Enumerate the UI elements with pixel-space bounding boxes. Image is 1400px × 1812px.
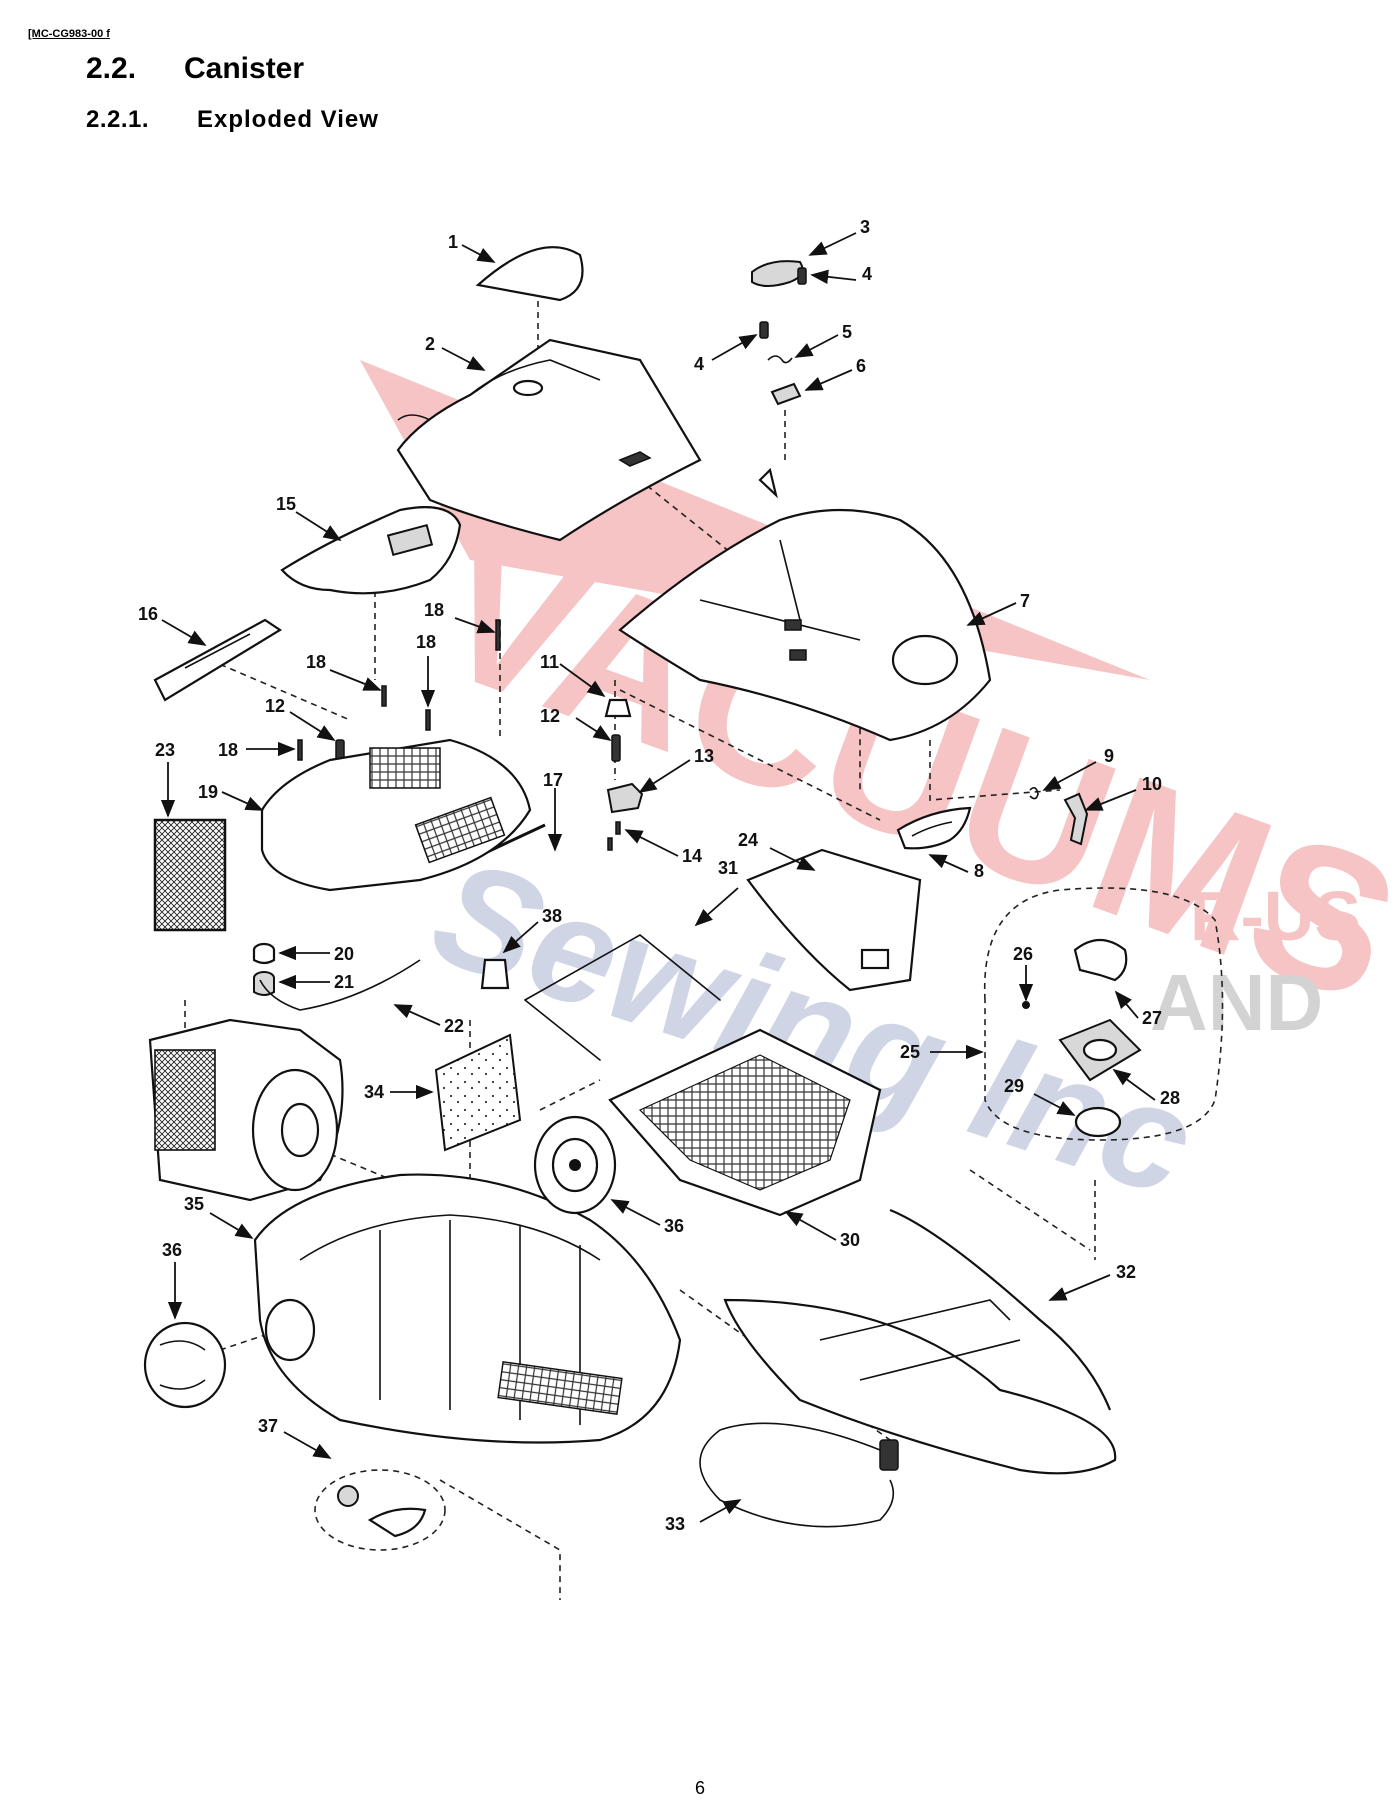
part-30-dust-compartment [608, 1028, 882, 1217]
callout-6: 6 [856, 356, 866, 376]
callout-27: 27 [1142, 1008, 1162, 1028]
callout-16: 16 [138, 604, 158, 624]
part-15-handle-cover [280, 506, 462, 595]
part-37-caster-assembly [314, 1469, 446, 1551]
part-38-cone [480, 958, 510, 990]
part-16-handle-bar [153, 618, 283, 702]
callout-32: 32 [1116, 1262, 1136, 1282]
callout-18c: 18 [306, 652, 326, 672]
subsection-title: Exploded View [197, 106, 379, 133]
part-24-dust-bag [746, 848, 922, 992]
callout-36b: 36 [162, 1240, 182, 1260]
part-8-handle-clip [896, 806, 972, 850]
watermark-text-and: AND [1150, 958, 1323, 1047]
callout-30: 30 [840, 1230, 860, 1250]
callout-34: 34 [364, 1082, 384, 1102]
callout-12b: 12 [265, 696, 285, 716]
callout-1: 1 [448, 232, 458, 252]
part-9-screw [1029, 786, 1039, 800]
part-3-release-button [751, 260, 804, 287]
callout-25: 25 [900, 1042, 920, 1062]
callout-28: 28 [1160, 1088, 1180, 1108]
part-1-lid-cap [475, 246, 584, 302]
callout-14: 14 [682, 846, 702, 866]
part-11-cap [604, 698, 632, 718]
callout-29: 29 [1004, 1076, 1024, 1096]
callouts: 1 2 3 4 4 5 6 7 8 9 10 11 12 12 13 14 15 [138, 217, 1180, 1534]
callout-35: 35 [184, 1194, 204, 1214]
part-4-springs [759, 267, 807, 339]
part-12-spring [335, 734, 621, 767]
part-18-screws [297, 619, 501, 761]
callout-4a: 4 [862, 264, 872, 284]
callout-23: 23 [155, 740, 175, 760]
part-2-top-cover [396, 338, 702, 542]
motor-assembly [148, 1018, 344, 1202]
part-19-filter-housing [260, 738, 532, 892]
callout-36a: 36 [664, 1216, 684, 1236]
callout-13: 13 [694, 746, 714, 766]
callout-8: 8 [974, 861, 984, 881]
callout-9: 9 [1104, 746, 1114, 766]
part-22-wire [259, 959, 421, 1011]
part-36-wheel-side [143, 1321, 227, 1409]
callout-15: 15 [276, 494, 296, 514]
callout-2: 2 [425, 334, 435, 354]
part-13-switch [606, 782, 644, 814]
part-7-upper-body [618, 467, 992, 742]
callout-18a: 18 [424, 600, 444, 620]
page-number: 6 [694, 1778, 705, 1798]
callout-11: 11 [540, 652, 559, 672]
callout-26: 26 [1013, 944, 1033, 964]
part-14-screws [607, 821, 621, 851]
callout-18d: 18 [218, 740, 238, 760]
callout-24: 24 [738, 830, 758, 850]
watermark-text-rus: R-US [1190, 877, 1361, 955]
part-36-wheel-rear [533, 1115, 617, 1215]
part-31-carry-handle [524, 934, 721, 1061]
part-33-power-cord [699, 1422, 899, 1528]
callout-38: 38 [542, 906, 562, 926]
callout-31: 31 [718, 858, 738, 878]
callout-5: 5 [842, 322, 852, 342]
part-25-bag-holder-assembly [983, 887, 1224, 1141]
callout-4b: 4 [694, 354, 704, 374]
callout-33: 33 [665, 1514, 685, 1534]
section-number: 2.2. [86, 52, 137, 85]
part-5-clip [767, 355, 793, 364]
section-title: Canister [184, 52, 305, 85]
part-23-filter [153, 818, 227, 932]
callout-18b: 18 [416, 632, 436, 652]
callout-19: 19 [198, 782, 218, 802]
callout-37: 37 [258, 1416, 278, 1436]
part-34-filter-pad [434, 1033, 522, 1152]
callout-17: 17 [543, 770, 563, 790]
part-6-latch [770, 382, 802, 406]
callout-21: 21 [334, 972, 354, 992]
subsection-number: 2.2.1. [86, 106, 150, 133]
callout-22: 22 [444, 1016, 464, 1036]
part-20-bushing [252, 942, 276, 965]
callout-20: 20 [334, 944, 354, 964]
document-reference: [MC-CG983-00 f [28, 28, 110, 40]
part-35-canister-body [253, 1173, 682, 1444]
callout-3: 3 [860, 217, 870, 237]
callout-10: 10 [1142, 774, 1162, 794]
part-21-bushing [253, 971, 275, 996]
callout-12a: 12 [540, 706, 560, 726]
part-32-base-frame [723, 1208, 1117, 1475]
part-10-lever [1063, 792, 1089, 846]
callout-7: 7 [1020, 591, 1030, 611]
